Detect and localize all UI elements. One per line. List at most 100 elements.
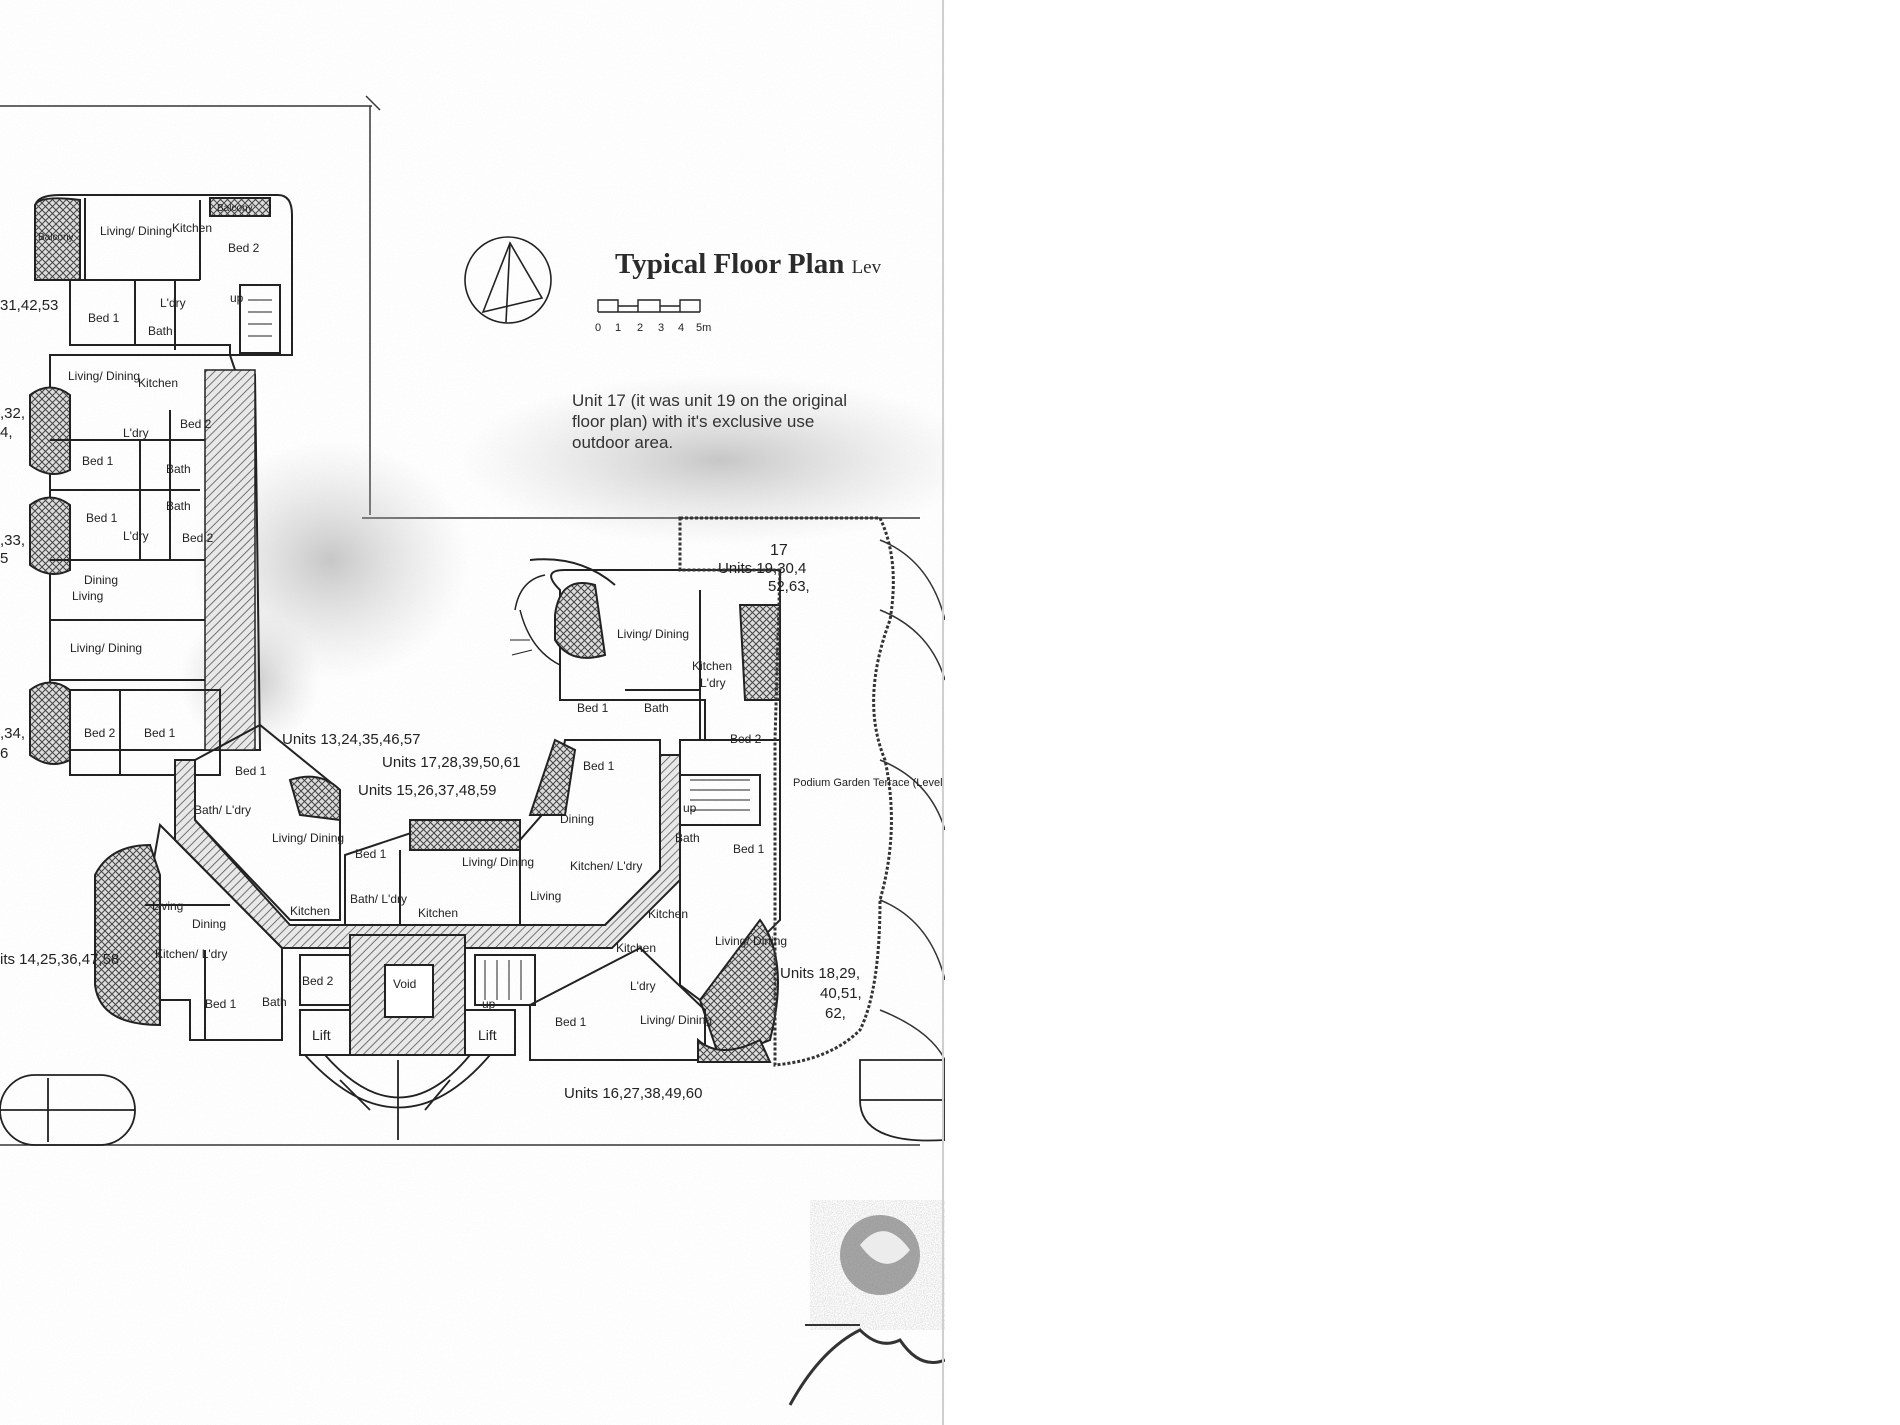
room-kitchen-4: Kitchen bbox=[418, 906, 458, 920]
scale-tick-0: 0 bbox=[595, 322, 601, 334]
room-bed1-8: Bed 1 bbox=[577, 701, 609, 715]
units-31-label: 31,42,53 bbox=[0, 297, 58, 314]
blank-area bbox=[945, 0, 1900, 1425]
title-suffix: Lev bbox=[851, 257, 882, 278]
room-bath-1: Bath bbox=[148, 324, 173, 338]
logo-icon bbox=[788, 1200, 945, 1406]
room-bed1-11: Bed 1 bbox=[555, 1015, 587, 1029]
north-arrow-icon bbox=[464, 236, 552, 324]
units-34b-label: 6 bbox=[0, 745, 8, 762]
scale-tick-2: 2 bbox=[637, 322, 643, 334]
room-bed1-3: Bed 1 bbox=[86, 511, 118, 525]
room-up-3: up bbox=[683, 801, 697, 815]
room-bed2-5: Bed 2 bbox=[302, 974, 334, 988]
scale-tick-3: 3 bbox=[658, 322, 664, 334]
scale-bar bbox=[597, 299, 701, 313]
units-17-label: Units 17,28,39,50,61 bbox=[382, 754, 520, 771]
room-bed2-4: Bed 2 bbox=[84, 726, 116, 740]
scale-tick-1: 1 bbox=[615, 322, 621, 334]
room-living-2: Living bbox=[152, 899, 183, 913]
room-living-1: Living bbox=[72, 589, 103, 603]
room-living-dining-5: Living/ Dining bbox=[462, 855, 534, 869]
units-34-label: ,34, bbox=[0, 725, 25, 742]
room-kitchen-ldry-2: Kitchen/ L'dry bbox=[570, 859, 642, 873]
room-up-2: up bbox=[482, 997, 496, 1011]
room-bed1-6: Bed 1 bbox=[355, 847, 387, 861]
room-bed2-2: Bed 2 bbox=[180, 417, 212, 431]
units-16-label: Units 16,27,38,49,60 bbox=[564, 1085, 702, 1102]
room-bed2-1: Bed 2 bbox=[228, 241, 260, 255]
room-living-3: Living bbox=[530, 889, 561, 903]
room-ldry-2: L'dry bbox=[123, 426, 149, 440]
units-13-label: Units 13,24,35,46,57 bbox=[282, 731, 420, 748]
room-bath-5: Bath bbox=[644, 701, 669, 715]
room-bed1-10: Bed 1 bbox=[733, 842, 765, 856]
room-bed1-2: Bed 1 bbox=[82, 454, 114, 468]
room-kitchen-6: Kitchen bbox=[648, 907, 688, 921]
room-living-dining-2: Living/ Dining bbox=[68, 369, 140, 383]
units-32b-label: 4, bbox=[0, 424, 13, 441]
room-kitchen-1: Kitchen bbox=[172, 221, 212, 235]
room-bath-6: Bath bbox=[675, 831, 700, 845]
room-bath-ldry-2: Bath/ L'dry bbox=[350, 892, 407, 906]
corridor bbox=[174, 754, 681, 1056]
units-33-label: ,33, bbox=[0, 532, 25, 549]
page-edge-divider bbox=[942, 0, 944, 1425]
southwest-units bbox=[94, 723, 536, 1056]
room-ldry-1: L'dry bbox=[160, 296, 186, 310]
room-dining-1: Dining bbox=[84, 573, 118, 587]
units-18b-label: 40,51, bbox=[820, 985, 862, 1002]
scale-tick-4: 4 bbox=[678, 322, 684, 334]
room-bed2-6: Bed 2 bbox=[730, 732, 762, 746]
room-up-1: up bbox=[230, 291, 244, 305]
pool-shapes bbox=[0, 1059, 945, 1146]
room-dining-2: Dining bbox=[192, 917, 226, 931]
room-bed1-9: Bed 1 bbox=[583, 759, 615, 773]
scale-tick-5: 5m bbox=[696, 322, 711, 334]
title-main: Typical Floor Plan bbox=[615, 248, 845, 280]
room-ldry-3: L'dry bbox=[123, 529, 149, 543]
room-bath-3: Bath bbox=[166, 499, 191, 513]
room-living-dining-4: Living/ Dining bbox=[272, 831, 344, 845]
room-living-dining-8: Living/ Dining bbox=[640, 1013, 712, 1027]
room-living-dining-6: Living/ Dining bbox=[617, 627, 689, 641]
room-kitchen-7: Kitchen bbox=[616, 941, 656, 955]
room-bath-ldry-1: Bath/ L'dry bbox=[194, 803, 251, 817]
room-kitchen-3: Kitchen bbox=[290, 904, 330, 918]
room-bed2-3: Bed 2 bbox=[182, 531, 214, 545]
floor-plan-drawing: 0 1 2 3 4 5m bbox=[0, 0, 945, 1425]
room-living-dining-7: Living/ Dining bbox=[715, 934, 787, 948]
room-kitchen-5: Kitchen bbox=[692, 659, 732, 673]
units-32-label: ,32, bbox=[0, 405, 25, 422]
room-lift-1: Lift bbox=[312, 1027, 331, 1043]
entry-arc bbox=[304, 1054, 491, 1140]
room-ldry-4: L'dry bbox=[700, 676, 726, 690]
units-18a-label: Units 18,29, bbox=[780, 965, 860, 982]
room-bath-2: Bath bbox=[166, 462, 191, 476]
scan-shading bbox=[0, 0, 945, 1425]
room-kitchen-ldry-1: Kitchen/ L'dry bbox=[155, 947, 227, 961]
room-bed1-1: Bed 1 bbox=[88, 311, 120, 325]
room-dining-3: Dining bbox=[560, 812, 594, 826]
podium-terrace-label: Podium Garden Terrace (Level 1 Only) bbox=[793, 777, 945, 789]
room-balcony-2: Balcony bbox=[217, 203, 253, 214]
room-living-dining-3: Living/ Dining bbox=[70, 641, 142, 655]
room-bed1-7: Bed 1 bbox=[205, 997, 237, 1011]
units-14-label: its 14,25,36,47,58 bbox=[0, 951, 119, 968]
room-living-dining-1: Living/ Dining bbox=[100, 224, 172, 238]
units-18c-label: 62, bbox=[825, 1005, 846, 1022]
podium-terrace bbox=[678, 516, 945, 1067]
floor-plan-page: 0 1 2 3 4 5m bbox=[0, 0, 945, 1425]
room-lift-2: Lift bbox=[478, 1027, 497, 1043]
room-bed1-4: Bed 1 bbox=[144, 726, 176, 740]
room-bath-4: Bath bbox=[262, 995, 287, 1009]
unit-17-tag: 17 bbox=[770, 542, 788, 559]
right-wing bbox=[510, 558, 781, 1063]
left-wing bbox=[29, 194, 293, 776]
units-15-label: Units 15,26,37,48,59 bbox=[358, 782, 496, 799]
units-19a-label: Units 19,30,4 bbox=[718, 560, 806, 577]
room-bed1-5: Bed 1 bbox=[235, 764, 267, 778]
units-19b-label: 52,63, bbox=[768, 578, 810, 595]
room-void: Void bbox=[393, 977, 416, 991]
room-balcony-1: Balcony bbox=[38, 232, 74, 243]
